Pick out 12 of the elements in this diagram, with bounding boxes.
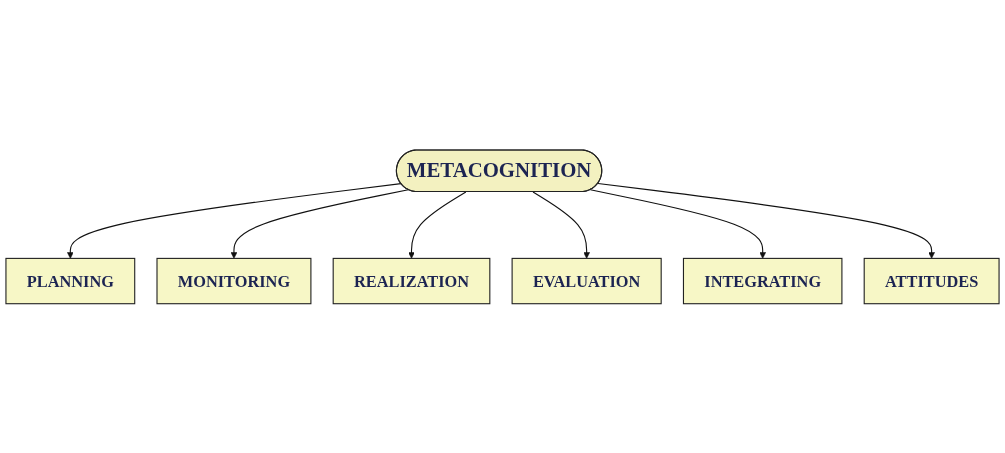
arrow [589,188,766,259]
arrow [597,182,935,259]
arrow [408,191,467,259]
node-box: PLANNING [5,257,136,304]
arrow [67,182,402,259]
node-box: REALIZATION [332,257,491,304]
node-box: INTEGRATING [682,257,843,304]
arrow [230,188,409,259]
node-box: ATTITUDES [863,257,1000,304]
node-box: EVALUATION [511,257,662,304]
arrow [532,191,590,259]
node-box: MONITORING [156,257,312,304]
